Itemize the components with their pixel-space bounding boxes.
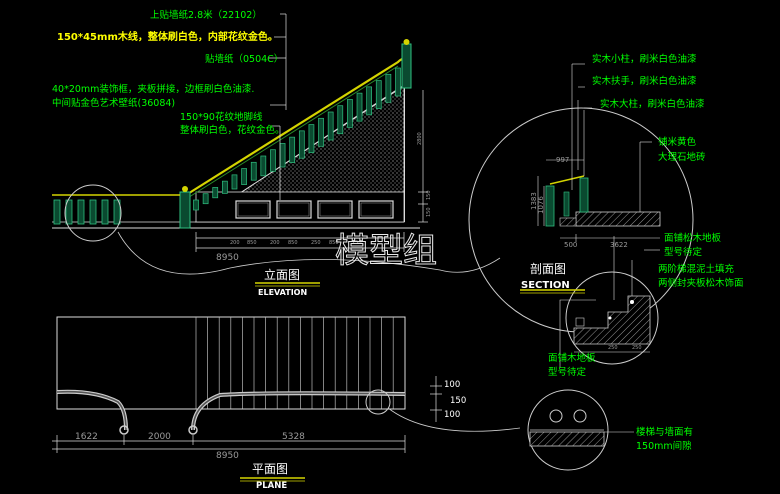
elev-dim-p6: 850 — [329, 240, 339, 246]
sec-ddim-1: 250 — [608, 345, 618, 351]
elev-dim-p1: 200 — [230, 240, 240, 246]
plane-title: 平面图 — [252, 462, 288, 476]
plane-dim-3: 5328 — [282, 432, 305, 442]
deco-frame-4 — [358, 200, 394, 219]
left-balustrade — [52, 194, 180, 225]
sec-bottom-2: 型号待定 — [548, 366, 587, 378]
plane-dim-1: 1622 — [75, 432, 98, 442]
watermark: 模型组 — [335, 231, 437, 271]
detail-circle-elevation — [64, 184, 122, 242]
baluster — [327, 111, 334, 141]
baluster — [375, 80, 382, 109]
baluster — [212, 187, 219, 199]
sec-note-3: 实木大柱，刷米白色油漆 — [600, 98, 705, 110]
section-floor-slab — [575, 211, 661, 227]
baluster — [270, 149, 276, 172]
sec-note-1: 实木小柱，刷米白色油漆 — [592, 53, 697, 65]
baluster — [193, 199, 199, 211]
plane-dim-r3: 100 — [444, 410, 460, 420]
baluster — [298, 130, 305, 159]
sec-dim-4: 500 — [564, 241, 577, 249]
elev-note-2: 150*45mm木线，整体刷白色，内部花纹金色。 — [57, 30, 278, 43]
plane-dim-2: 2000 — [148, 432, 171, 442]
sec-note-5: 大理石地砖 — [658, 151, 706, 163]
elev-dim-r1: 2800 — [417, 132, 423, 145]
sec-dim-5: 3622 — [610, 241, 628, 249]
elev-dim-total: 8950 — [216, 253, 239, 263]
elev-dim-p4: 850 — [288, 240, 298, 246]
deco-frame-2 — [276, 200, 312, 219]
sec-detail-1: 面铺松木地板 — [664, 232, 722, 244]
baluster — [395, 67, 401, 97]
baluster — [385, 73, 392, 103]
elev-dim-p2: 850 — [247, 240, 257, 246]
sec-dim-3: 1076 — [537, 196, 545, 214]
elev-dim-r3: 150 — [426, 207, 432, 217]
baluster — [260, 155, 267, 177]
elevation-subtitle: ELEVATION — [258, 288, 307, 297]
wainscot-band — [195, 191, 405, 223]
elev-note-1: 上贴墙纸2.8米（22102） — [150, 9, 262, 21]
elev-note-4: 40*20mm装饰框，夹板拼接，边框刷白色油漆. — [52, 83, 254, 95]
elev-note-7: 整体刷白色，花纹金色。 — [180, 124, 285, 136]
elev-note-6: 150*90花纹地脚线 — [180, 111, 263, 123]
sec-ddim-2: 250 — [632, 345, 642, 351]
section-subtitle: SECTION — [521, 280, 570, 291]
plane-dim-r2: 150 — [450, 396, 466, 406]
baluster — [308, 124, 315, 153]
baluster — [366, 86, 372, 116]
baluster — [202, 193, 209, 205]
baluster — [318, 117, 324, 147]
section-subdetail-circle — [565, 271, 659, 365]
plane-view — [52, 316, 634, 482]
elev-dim-p5: 250 — [311, 240, 321, 246]
plane-dim-total: 8950 — [216, 451, 239, 461]
sec-detail-4: 两侧封夹板松木饰面 — [658, 277, 744, 289]
deco-frame-1 — [235, 200, 271, 219]
plane-detail-circle — [527, 389, 609, 471]
sec-dim-1: 997 — [556, 156, 569, 164]
elev-dim-p7: 250 — [352, 240, 362, 246]
baluster — [289, 136, 296, 163]
newel-post-top — [401, 43, 412, 89]
elev-dim-p3: 200 — [270, 240, 280, 246]
text-layer: 上贴墙纸2.8米（22102） 150*45mm木线，整体刷白色，内部花纹金色。… — [52, 9, 744, 491]
baluster — [241, 168, 247, 185]
baluster — [356, 92, 363, 122]
sec-detail-3: 两阶梯混泥土填充 — [658, 263, 735, 275]
sec-note-2: 实木扶手，刷米白色油漆 — [592, 75, 697, 87]
elevation-leaders — [268, 13, 287, 200]
baluster — [231, 174, 238, 190]
elevation-view — [52, 13, 501, 287]
section-title: 剖面图 — [530, 262, 566, 276]
plane-subtitle: PLANE — [256, 481, 287, 491]
baluster — [222, 180, 228, 194]
baluster — [347, 99, 353, 128]
baluster — [279, 143, 286, 168]
plane-curve-right — [191, 391, 406, 431]
section-view — [468, 63, 694, 368]
plane-note-1: 楼梯与墙面有 — [636, 426, 693, 438]
plane-note-2: 150mm间隙 — [636, 440, 692, 452]
sec-bottom-1: 面铺木地板 — [548, 352, 596, 364]
sec-dim-2: 1383 — [530, 192, 538, 210]
elevation-title: 立面图 — [264, 267, 300, 282]
newel-post-bottom — [179, 191, 191, 229]
sec-detail-2: 型号待定 — [664, 246, 703, 258]
baluster — [337, 105, 344, 135]
deco-frame-3 — [317, 200, 353, 219]
balusters — [193, 67, 401, 211]
baluster — [250, 161, 257, 181]
elev-note-3: 贴墙纸（0504C） — [205, 53, 283, 65]
plane-dim-r1: 100 — [444, 380, 460, 390]
elev-dim-r2: 150 — [426, 190, 432, 200]
plane-curve-left — [56, 389, 128, 431]
sec-note-4: 铺米黄色 — [658, 136, 697, 148]
elev-note-5: 中间贴金色艺术壁纸(36084) — [52, 97, 175, 109]
